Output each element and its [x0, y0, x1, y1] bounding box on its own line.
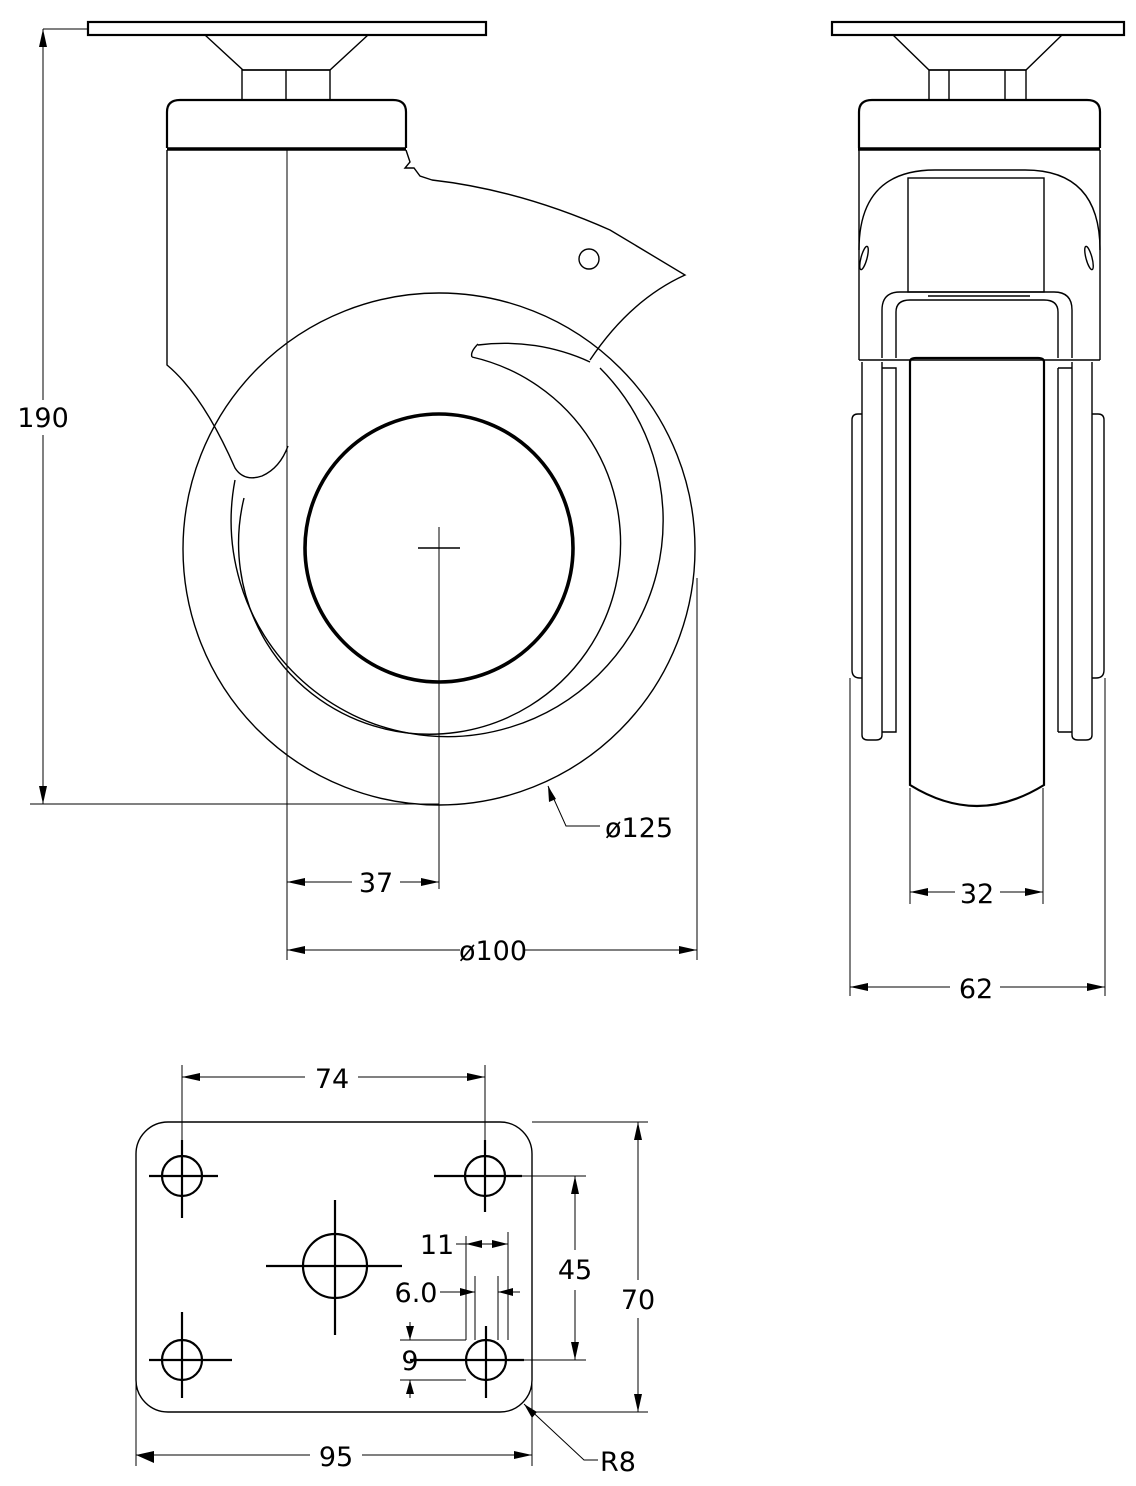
- hole-bottom-right: [410, 1326, 524, 1398]
- dim-slot-11: 11: [420, 1230, 454, 1261]
- dim-height-190: 190: [17, 403, 69, 434]
- side-fork-body: [166, 149, 687, 479]
- hole-top-left: [149, 1140, 218, 1218]
- front-bearing-housing: [857, 98, 1102, 148]
- front-top-plate: [830, 20, 1126, 37]
- mounting-plate: [135, 1121, 533, 1413]
- dim-dia-100: ø100: [459, 936, 527, 967]
- dim-plate-74: 74: [315, 1064, 349, 1095]
- center-bolt-hole: [266, 1200, 402, 1335]
- side-bearing-housing: [165, 98, 408, 148]
- side-pivot-hole: [578, 248, 600, 270]
- front-wheel: [908, 356, 1046, 808]
- dim-radius-r8: R8: [600, 1447, 636, 1478]
- dim-offset-37: 37: [359, 868, 393, 899]
- hole-bottom-left: [149, 1312, 232, 1398]
- side-swivel-cone: [204, 34, 369, 71]
- dim-slot-9: 9: [401, 1346, 418, 1377]
- dim-plate-45: 45: [558, 1255, 592, 1286]
- dim-slot-6: 6.0: [395, 1278, 438, 1309]
- dim-plate-95: 95: [319, 1442, 353, 1473]
- side-view: 190 ø125 37 ø100: [17, 20, 698, 967]
- dim-dia-125: ø125: [605, 813, 673, 844]
- side-top-plate: [86, 20, 488, 37]
- dim-width-32: 32: [960, 879, 994, 910]
- dim-width-62: 62: [959, 974, 993, 1005]
- front-view: 32 62: [830, 20, 1126, 1005]
- plate-view: 74 45 70 11 6.0: [135, 1064, 655, 1478]
- dim-plate-70: 70: [621, 1285, 655, 1316]
